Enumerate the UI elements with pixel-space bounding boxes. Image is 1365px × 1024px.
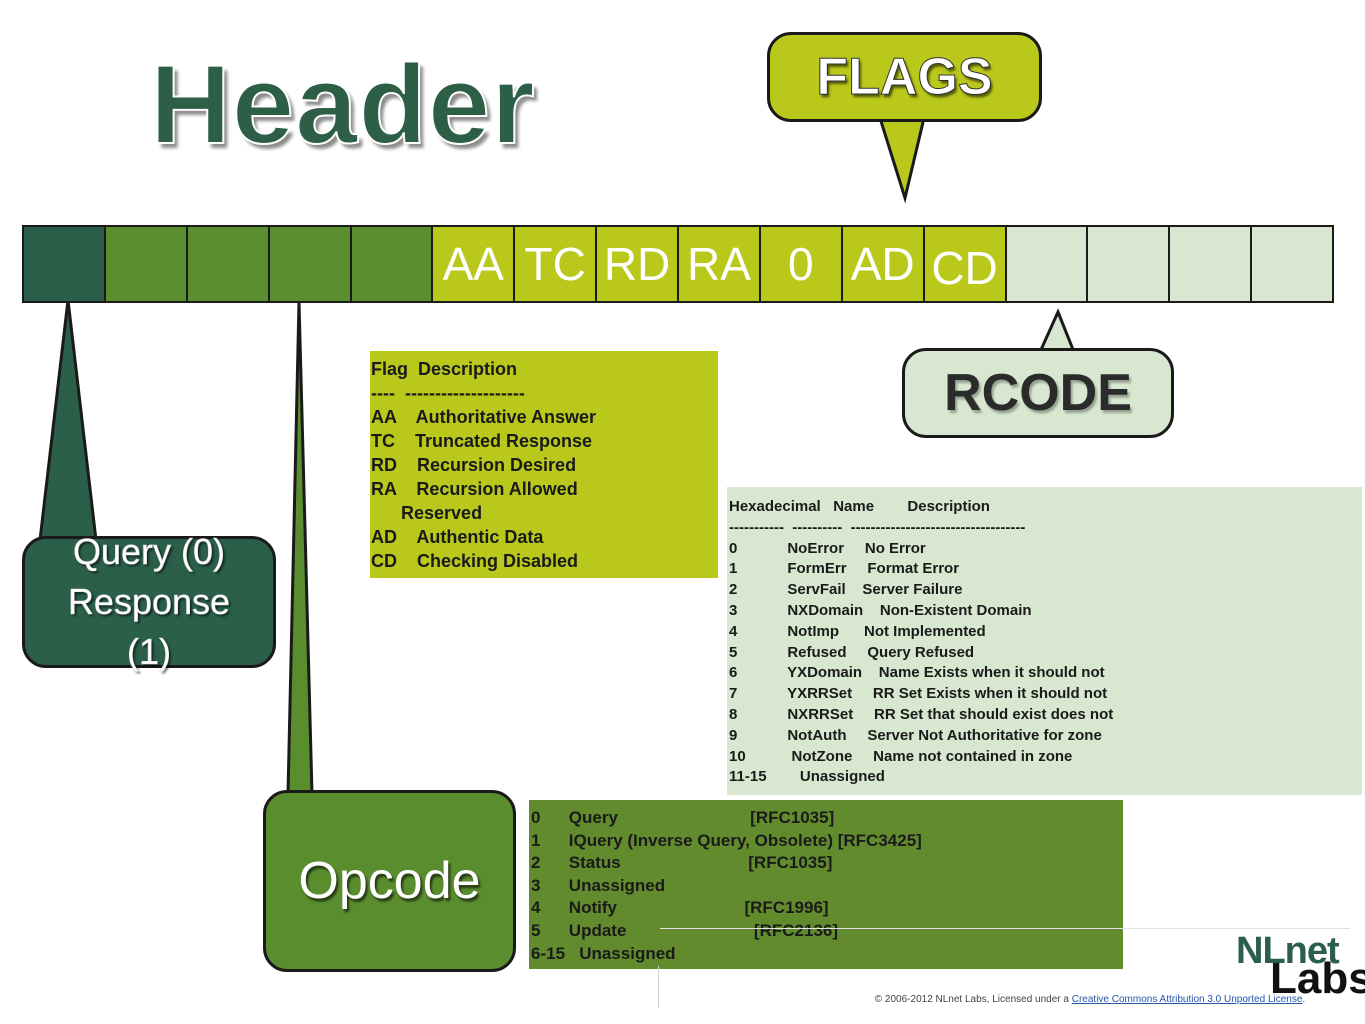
footer-divider: [660, 928, 1350, 929]
bit-rcode-1: [1006, 227, 1089, 301]
qr-line-1: Query (0): [72, 531, 226, 573]
opcode-description-table: 0 Query [RFC1035] 1 IQuery (Inverse Quer…: [529, 800, 1123, 969]
footer-end: .: [1302, 994, 1306, 1005]
bit-z: 0: [760, 227, 843, 301]
bit-ad: AD: [842, 227, 925, 301]
page-title: Header: [149, 41, 536, 168]
footer-text: © 2006-2012 NLnet Labs, Licensed under a: [874, 994, 1072, 1005]
header-bit-row: AA TC RD RA 0 AD CD: [22, 225, 1334, 303]
footer-vertical-divider: [658, 966, 659, 1008]
nlnet-labs-logo: NLnet Labs: [1236, 930, 1365, 1003]
copyright-footer: © 2006-2012 NLnet Labs, Licensed under a…: [830, 994, 1350, 1006]
rcode-description-table: Hexadecimal Name Description -----------…: [727, 487, 1362, 795]
bit-rcode-3: [1170, 227, 1253, 301]
bit-opcode-3: [269, 227, 352, 301]
opcode-pointer: [286, 301, 314, 796]
qr-line-2: Response: [67, 581, 231, 623]
rcode-pointer: [1037, 308, 1077, 354]
bit-aa: AA: [433, 227, 516, 301]
bit-cd: CD: [924, 227, 1007, 301]
bit-qr: [24, 227, 106, 301]
qr-pointer: [38, 299, 98, 542]
logo-line-2: Labs: [1270, 954, 1365, 1003]
bit-opcode-2: [187, 227, 270, 301]
logo-line-1: NLnet: [1236, 930, 1340, 972]
qr-line-3: (1): [126, 631, 172, 673]
query-response-callout: Query (0) Response (1): [22, 531, 276, 672]
license-link[interactable]: Creative Commons Attribution 3.0 Unporte…: [1071, 994, 1303, 1005]
bit-tc: TC: [515, 227, 598, 301]
rcode-callout: RCODE: [902, 348, 1174, 438]
flags-callout: FLAGS: [767, 32, 1042, 122]
bit-rcode-4: [1252, 227, 1332, 301]
bit-opcode-4: [351, 227, 434, 301]
bit-opcode-1: [105, 227, 188, 301]
bit-ra: RA: [679, 227, 761, 301]
bit-rcode-2: [1088, 227, 1171, 301]
opcode-callout: Opcode: [263, 790, 516, 972]
flags-pointer: [877, 116, 926, 204]
flag-description-table: Flag Description ---- ------------------…: [370, 351, 718, 578]
bit-rd: RD: [597, 227, 679, 301]
